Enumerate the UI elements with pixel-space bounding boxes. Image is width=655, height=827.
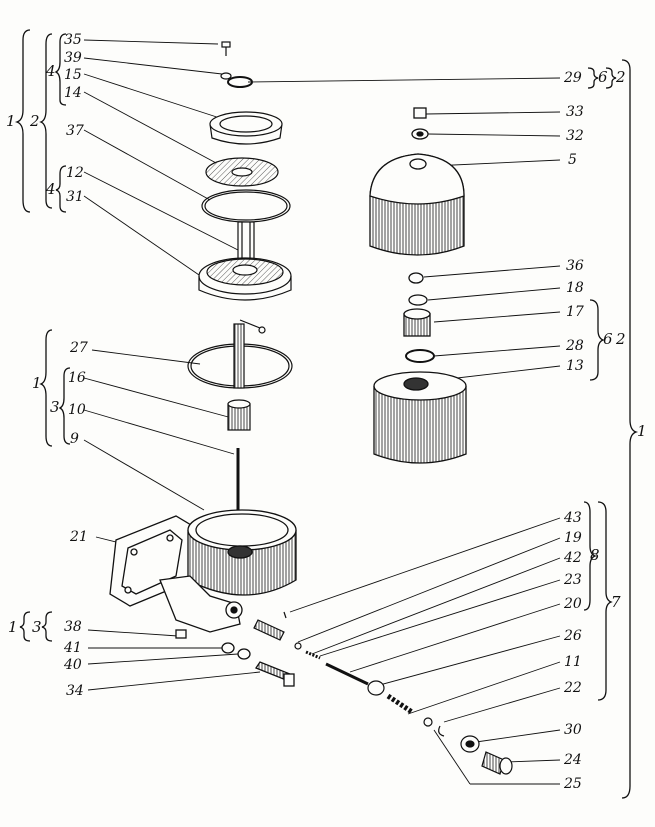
callout-39: 39 bbox=[64, 50, 82, 66]
top-stack-parts bbox=[187, 41, 293, 520]
callout-24: 24 bbox=[564, 752, 582, 768]
callout-30: 30 bbox=[564, 722, 582, 738]
callout-21: 21 bbox=[70, 529, 88, 545]
callout-41: 41 bbox=[64, 640, 82, 656]
callout-25: 25 bbox=[564, 776, 582, 792]
callout-28: 28 bbox=[566, 338, 584, 354]
callout-32: 32 bbox=[566, 128, 584, 144]
group-label-2: 2 bbox=[30, 112, 40, 130]
callout-11: 11 bbox=[564, 654, 582, 670]
group-label-3b: 3 bbox=[50, 398, 60, 416]
callout-19: 19 bbox=[564, 530, 582, 546]
callout-23: 23 bbox=[564, 572, 582, 588]
group-label-2-top: 2 bbox=[616, 68, 626, 86]
callout-37: 37 bbox=[66, 123, 84, 139]
leader-lines bbox=[83, 39, 561, 785]
callout-29: 29 bbox=[564, 70, 582, 86]
group-label-1b: 1 bbox=[32, 374, 42, 392]
group-label-4a: 4 bbox=[46, 62, 56, 80]
callout-36: 36 bbox=[566, 258, 584, 274]
callout-34: 34 bbox=[66, 683, 84, 699]
callout-20: 20 bbox=[564, 596, 582, 612]
callout-5: 5 bbox=[568, 152, 577, 168]
callout-31: 31 bbox=[66, 189, 84, 205]
group-label-8: 8 bbox=[590, 546, 600, 564]
group-label-4b: 4 bbox=[46, 180, 56, 198]
group-label-6-mid: 6 bbox=[603, 330, 613, 348]
callout-42: 42 bbox=[564, 550, 582, 566]
group-label-1: 1 bbox=[6, 112, 16, 130]
filter-cap-and-element bbox=[369, 107, 467, 464]
callout-35: 35 bbox=[64, 32, 82, 48]
group-label-3c: 3 bbox=[32, 618, 42, 636]
callout-12: 12 bbox=[66, 165, 84, 181]
group-label-6-top: 6 bbox=[598, 68, 608, 86]
callout-27: 27 bbox=[70, 340, 88, 356]
group-braces bbox=[14, 29, 639, 799]
callout-14: 14 bbox=[64, 85, 82, 101]
callout-43: 43 bbox=[564, 510, 582, 526]
callout-10: 10 bbox=[68, 402, 86, 418]
callout-26: 26 bbox=[564, 628, 582, 644]
callout-38: 38 bbox=[64, 619, 82, 635]
callout-15: 15 bbox=[64, 67, 82, 83]
callout-17: 17 bbox=[566, 304, 584, 320]
callout-9: 9 bbox=[70, 431, 79, 447]
group-label-1c: 1 bbox=[8, 618, 18, 636]
relief-valve-parts bbox=[253, 611, 513, 775]
callout-33: 33 bbox=[566, 104, 584, 120]
callout-40: 40 bbox=[64, 657, 82, 673]
housing bbox=[109, 509, 297, 687]
group-label-1-right: 1 bbox=[637, 422, 647, 440]
callout-16: 16 bbox=[68, 370, 86, 386]
group-label-7: 7 bbox=[611, 593, 621, 611]
callout-13: 13 bbox=[566, 358, 584, 374]
callout-22: 22 bbox=[564, 680, 582, 696]
callout-18: 18 bbox=[566, 280, 584, 296]
group-label-2-mid: 2 bbox=[616, 330, 626, 348]
